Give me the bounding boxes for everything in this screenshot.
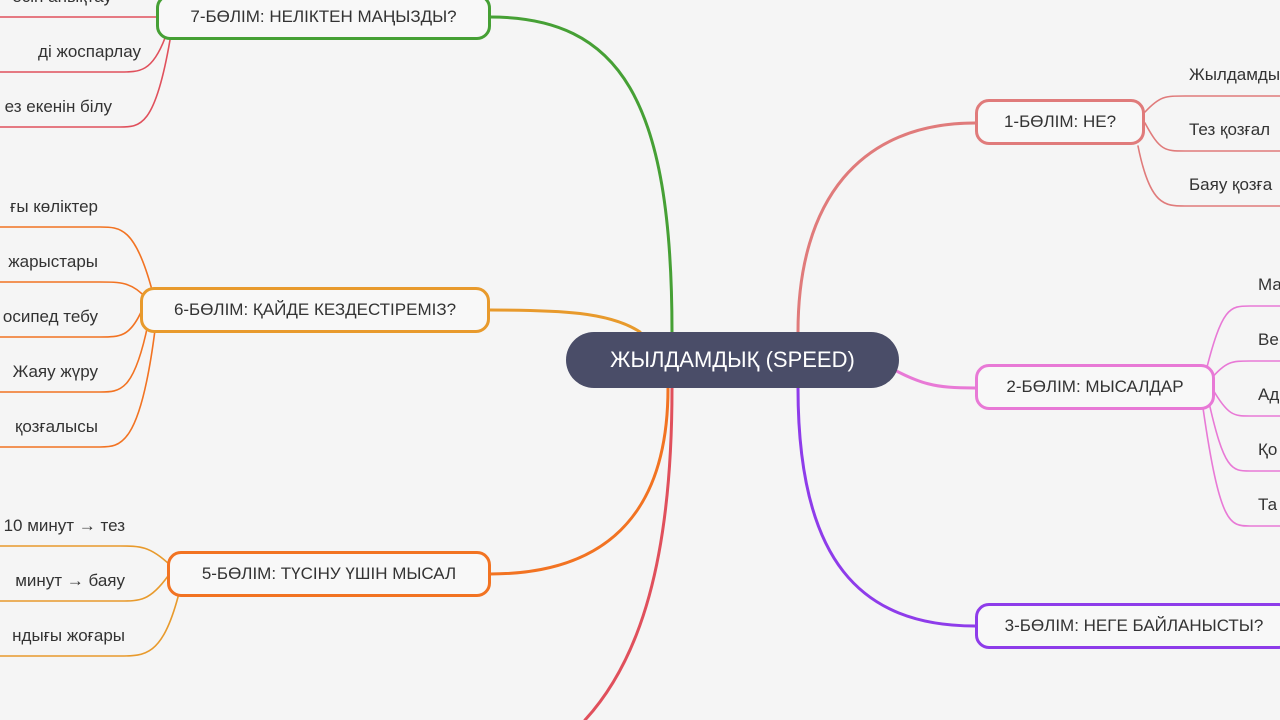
leaf-s1-3[interactable]: Баяу қозға bbox=[1189, 175, 1273, 194]
leaf-s1-1[interactable]: Жылдамды bbox=[1189, 65, 1280, 84]
leaf-s2-4[interactable]: Қо bbox=[1258, 440, 1278, 459]
branch-section3[interactable]: 3-БӨЛІМ: НЕГЕ БАЙЛАНЫСТЫ? bbox=[975, 603, 1280, 649]
branch-section6[interactable]: 6-БӨЛІМ: ҚАЙДЕ КЕЗДЕСТІРЕМІЗ? bbox=[140, 287, 490, 333]
leaf-s5-2[interactable]: минут → баяу bbox=[15, 571, 125, 590]
connector-section6 bbox=[488, 308, 642, 334]
leaf-s2-1[interactable]: Ма bbox=[1258, 275, 1280, 294]
leaf-s6-2[interactable]: жарыстары bbox=[8, 252, 98, 271]
leaf-s6-1[interactable]: ғы көліктер bbox=[10, 197, 98, 216]
leaf-s2-3[interactable]: Ад bbox=[1258, 385, 1280, 404]
central-topic[interactable]: ЖЫЛДАМДЫҚ (SPEED) bbox=[566, 332, 899, 388]
connector-section3 bbox=[796, 386, 977, 628]
branch-section5[interactable]: 5-БӨЛІМ: ТҮСІНУ ҮШІН МЫСАЛ bbox=[167, 551, 491, 597]
leaf-s5-1[interactable]: 10 минут → тез bbox=[3, 516, 125, 535]
connector-section4 bbox=[583, 386, 674, 720]
leaf-s1-2[interactable]: Тез қозғал bbox=[1189, 120, 1271, 139]
leaf-s7-1[interactable]: есін анықтау bbox=[12, 0, 112, 8]
branch-section1[interactable]: 1-БӨЛІМ: НЕ? bbox=[975, 99, 1145, 145]
leaf-s2-2[interactable]: Ве bbox=[1258, 330, 1279, 349]
leaf-s6-5[interactable]: қозғалысы bbox=[14, 417, 98, 436]
connector-section7 bbox=[488, 15, 674, 334]
leaf-s6-4[interactable]: Жаяу жүру bbox=[12, 362, 98, 381]
leaf-s7-2[interactable]: ді жоспарлау bbox=[38, 42, 141, 61]
connector-section1 bbox=[796, 121, 977, 334]
leaf-s6-3[interactable]: осипед тебу bbox=[2, 307, 98, 326]
leaf-s5-3[interactable]: ндығы жоғары bbox=[12, 626, 125, 645]
branch-section7[interactable]: 7-БӨЛІМ: НЕЛІКТЕН МАҢЫЗДЫ? bbox=[156, 0, 491, 40]
branch-section2[interactable]: 2-БӨЛІМ: МЫСАЛДАР bbox=[975, 364, 1215, 410]
connector-section5 bbox=[488, 386, 670, 576]
leaf-s7-3[interactable]: ез екенін білу bbox=[4, 97, 112, 116]
leaf-s2-5[interactable]: Та bbox=[1258, 495, 1278, 514]
